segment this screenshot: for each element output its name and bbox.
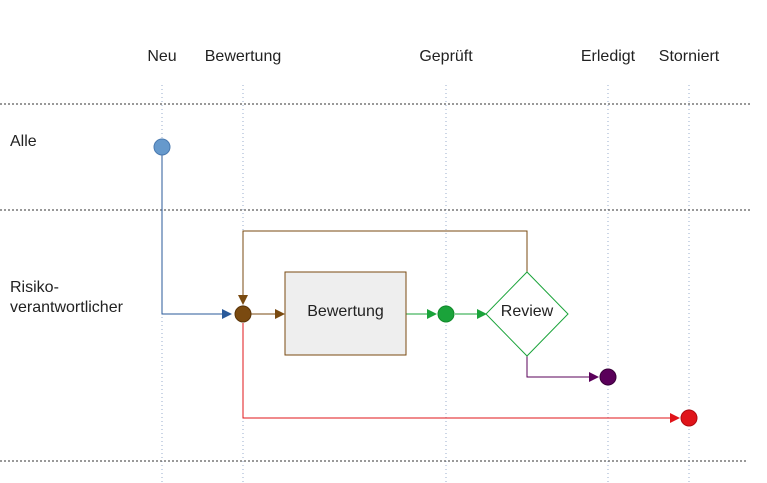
column-header-bewertung: Bewertung [204,48,282,65]
lane-label-alle: Alle [10,133,37,150]
connector-review-loop-back [238,230,528,305]
task-node-bewertung [284,271,407,356]
connector-start-to-merge [161,147,232,319]
done-node [599,368,617,386]
check-node [437,305,455,323]
connector-merge-to-cancel [242,323,680,423]
merge-node [234,305,252,323]
column-header-neu: Neu [147,48,177,65]
cancel-node [680,409,698,427]
column-header-storniert: Storniert [658,48,720,65]
start-node [153,138,171,156]
column-header-geprueft: Geprüft [419,48,473,65]
lane-label-risikoverantwortlicher: Risiko- verantwortlicher [10,279,123,316]
connector-review-to-done [526,356,599,382]
task-node-label: Bewertung [307,303,384,320]
decision-node-label: Review [500,303,554,320]
lane-separators [0,103,750,462]
decision-node-review [485,271,569,357]
column-header-erledigt: Erledigt [580,48,636,65]
column-guides [161,85,690,483]
